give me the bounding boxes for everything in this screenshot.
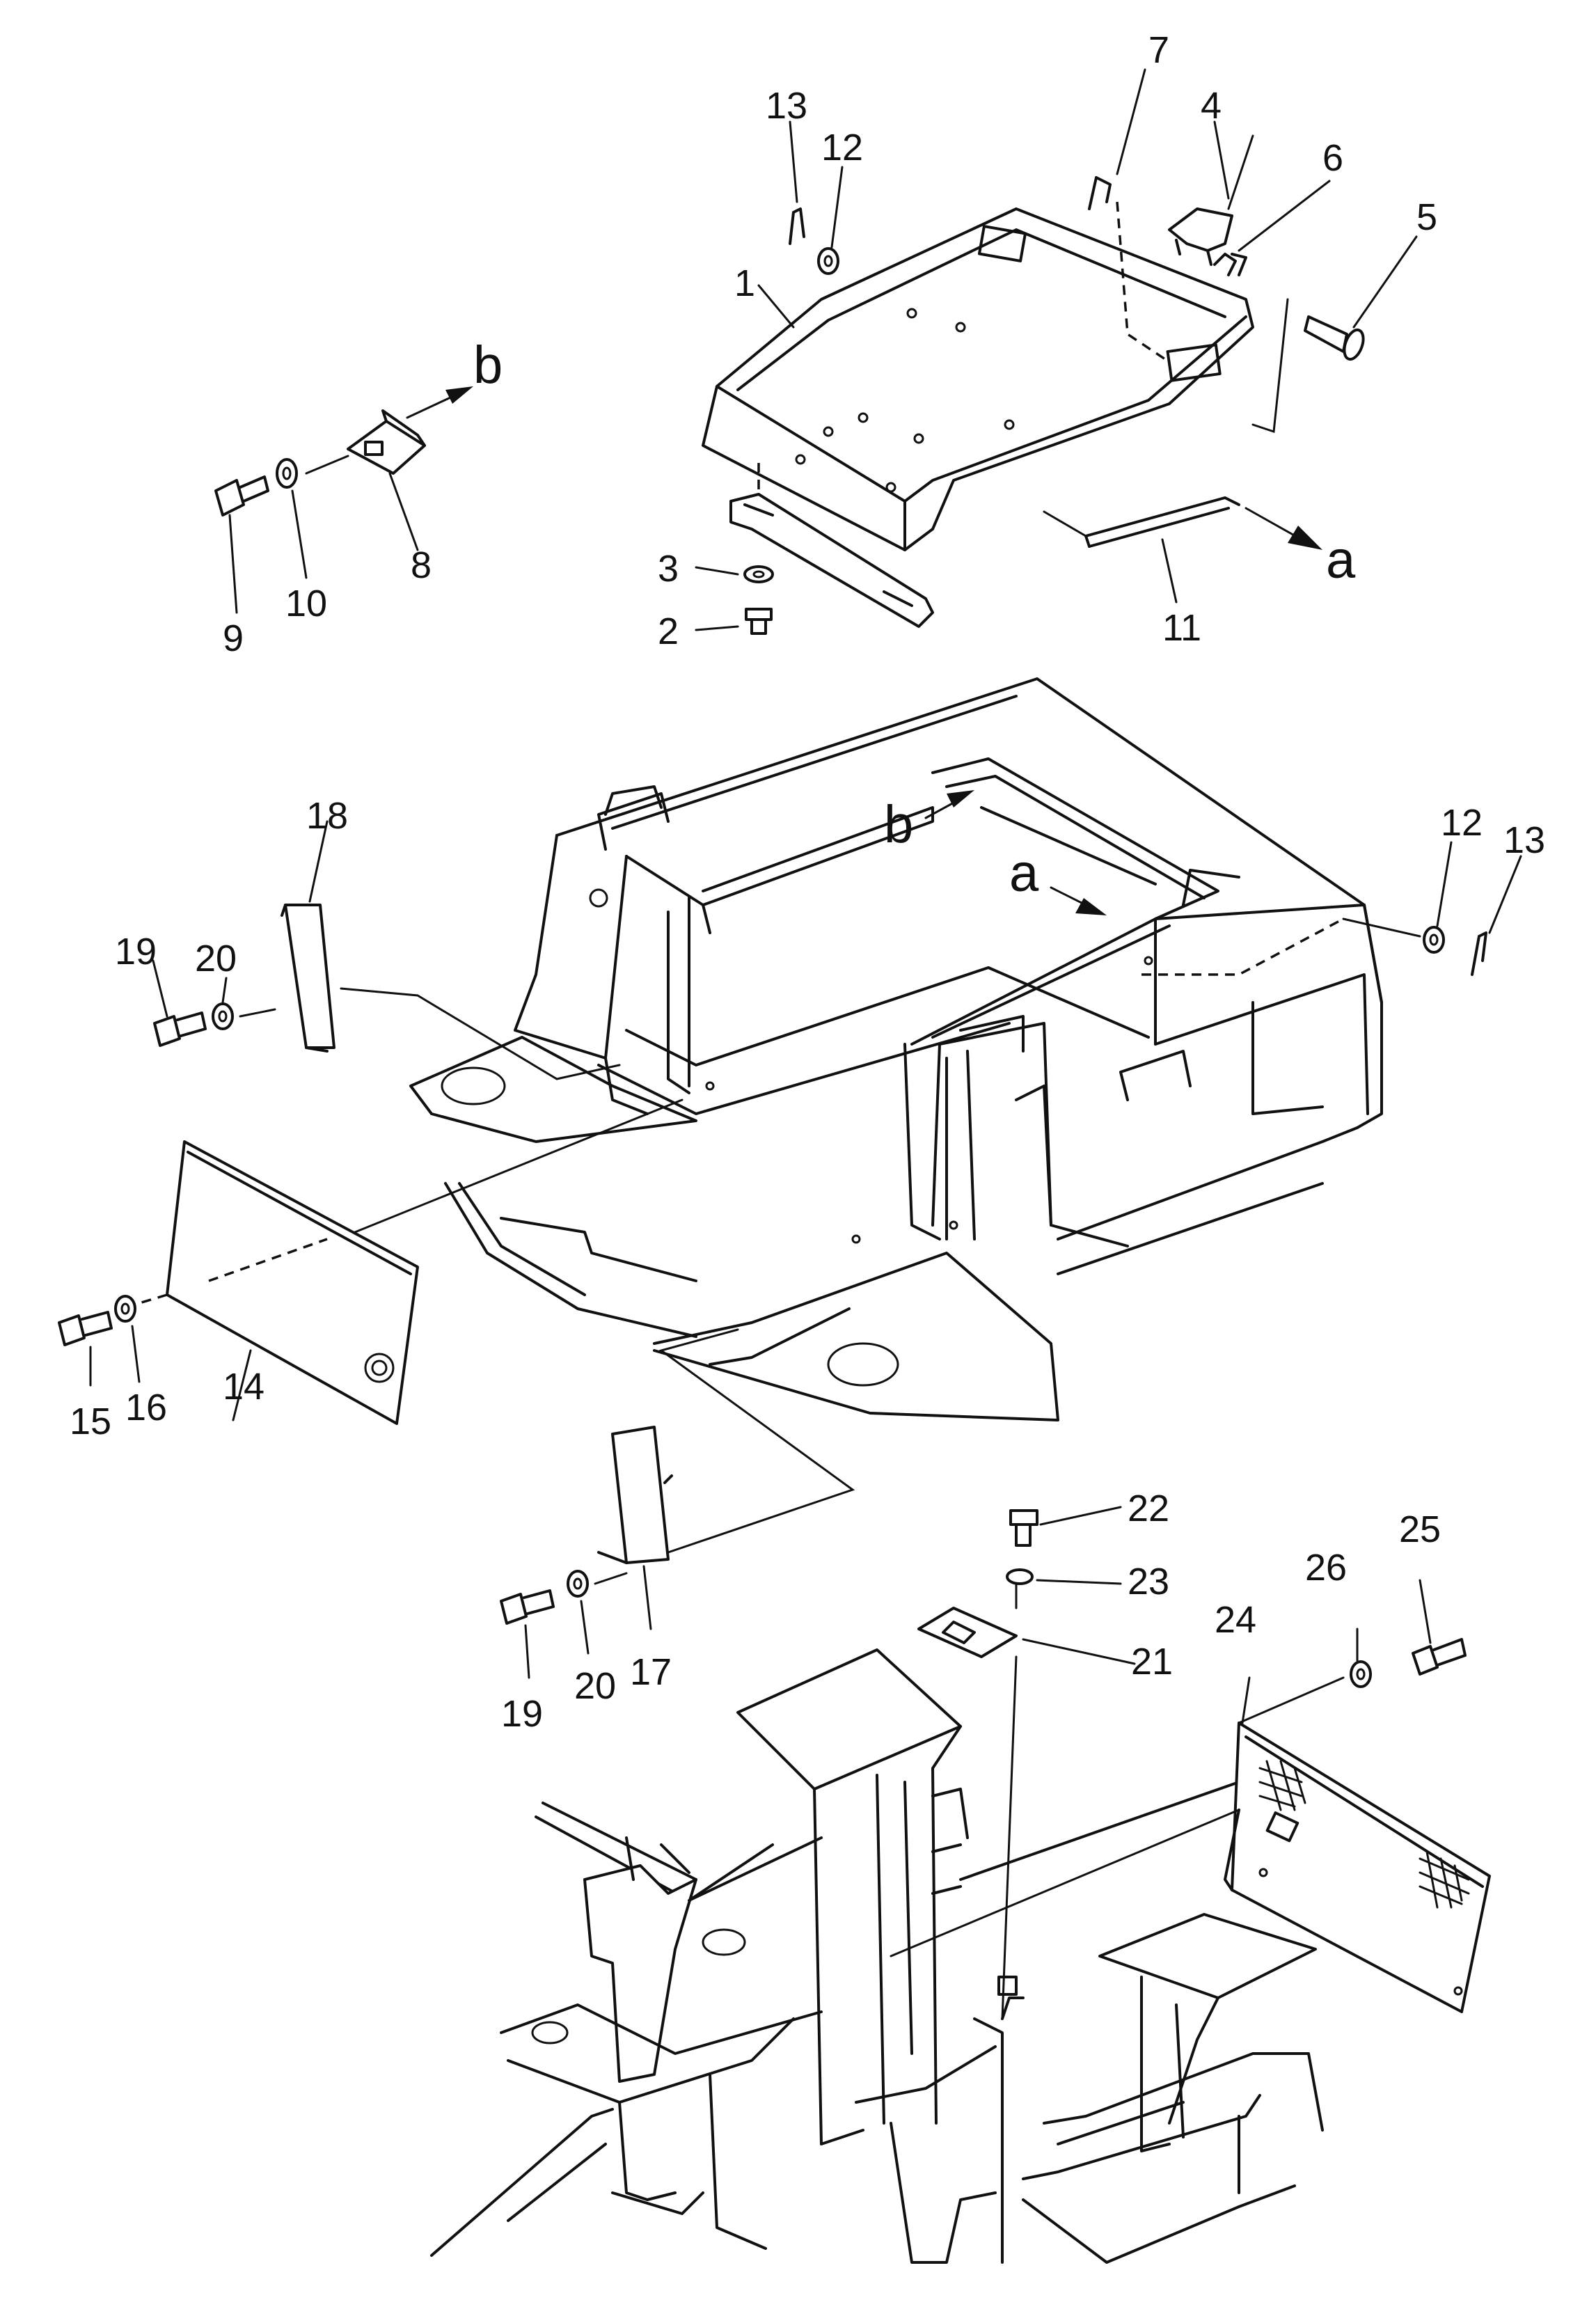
washer-part-23: [1006, 1568, 1122, 1585]
washer-part-16: [114, 1295, 136, 1323]
callout-23: 23: [1128, 1561, 1169, 1602]
callout-9: 9: [223, 617, 244, 659]
callout-7: 7: [1148, 29, 1169, 71]
bolt-part-19-upper: [153, 1011, 207, 1047]
letter-b-top: b: [473, 336, 503, 395]
arrow-a-top: a: [1245, 507, 1356, 590]
callout-10: 10: [285, 583, 327, 624]
callout-6: 6: [1322, 137, 1343, 179]
pin-part-13-top: [789, 207, 805, 245]
leader-lines: [89, 68, 1522, 1724]
floor-plate-part-1: [702, 207, 1254, 628]
plate-part-18: [281, 904, 621, 1080]
callout-25: 25: [1399, 1508, 1441, 1550]
arrow-a-frame: a: [1009, 844, 1107, 915]
pin-part-7: [1088, 176, 1170, 363]
callout-26: 26: [1305, 1547, 1347, 1589]
callout-15: 15: [70, 1401, 111, 1442]
bolt-part-9: [214, 475, 269, 517]
callout-20-lower: 20: [574, 1665, 616, 1707]
washer-part-20-upper: [212, 1002, 276, 1030]
callout-17: 17: [630, 1651, 672, 1693]
callout-13-right: 13: [1503, 819, 1545, 861]
callout-1: 1: [734, 262, 755, 304]
callout-18: 18: [306, 795, 348, 837]
letter-b-frame: b: [884, 795, 913, 854]
callout-labels: 1 2 3 4 5 6 7 8 9 10 11 12 13 12 13 14 1…: [70, 29, 1545, 1735]
clip-part-6: [1213, 253, 1247, 276]
washer-part-20-lower: [567, 1570, 628, 1598]
vent-mesh-right: [1419, 1850, 1470, 1909]
callout-14: 14: [223, 1366, 264, 1408]
callout-5: 5: [1416, 196, 1437, 238]
bolt-part-15: [58, 1311, 113, 1346]
rod-part-11: [1043, 496, 1240, 548]
callout-8: 8: [411, 544, 432, 586]
washer-part-12-right: [1141, 917, 1445, 976]
callout-3: 3: [658, 548, 679, 590]
bolt-part-22: [1009, 1506, 1122, 1547]
pin-part-5: [1251, 298, 1365, 434]
letter-a-frame: a: [1009, 844, 1039, 903]
vent-mesh-left: [1258, 1760, 1306, 1811]
bracket-part-8: b: [347, 336, 503, 475]
callout-13-top: 13: [766, 85, 807, 127]
callout-19-upper: 19: [115, 931, 157, 972]
bracket-part-4: [1168, 207, 1233, 266]
bolt-part-25: [1412, 1638, 1467, 1676]
washer-part-12-top: [817, 247, 839, 275]
callout-11: 11: [1162, 607, 1201, 649]
bolt-part-2: [745, 608, 773, 635]
panel-part-24: [890, 1676, 1491, 2013]
washer-part-10: [276, 455, 349, 489]
callout-19-lower: 19: [501, 1693, 543, 1735]
plate-part-17: [597, 1328, 855, 1564]
letter-a-top: a: [1326, 530, 1356, 590]
callout-2: 2: [658, 610, 679, 652]
bolt-part-19-lower: [500, 1589, 555, 1625]
callout-21: 21: [1131, 1641, 1173, 1683]
callout-24: 24: [1215, 1599, 1256, 1641]
callout-12-right: 12: [1441, 802, 1483, 844]
pin-part-13-right: [1471, 931, 1487, 976]
callout-4: 4: [1201, 85, 1222, 127]
callout-22: 22: [1128, 1488, 1169, 1529]
lower-frame: [430, 1648, 1324, 2264]
washer-part-26: [1350, 1660, 1372, 1688]
arrow-b-frame: b: [884, 790, 974, 854]
callout-12-top: 12: [821, 127, 863, 168]
callout-20-upper: 20: [195, 938, 237, 979]
washer-part-3: [743, 565, 774, 583]
callout-16: 16: [125, 1387, 167, 1428]
plate-part-21: [917, 1572, 1136, 2020]
cab-frame: [409, 677, 1383, 1421]
panel-part-14: [132, 1098, 684, 1425]
